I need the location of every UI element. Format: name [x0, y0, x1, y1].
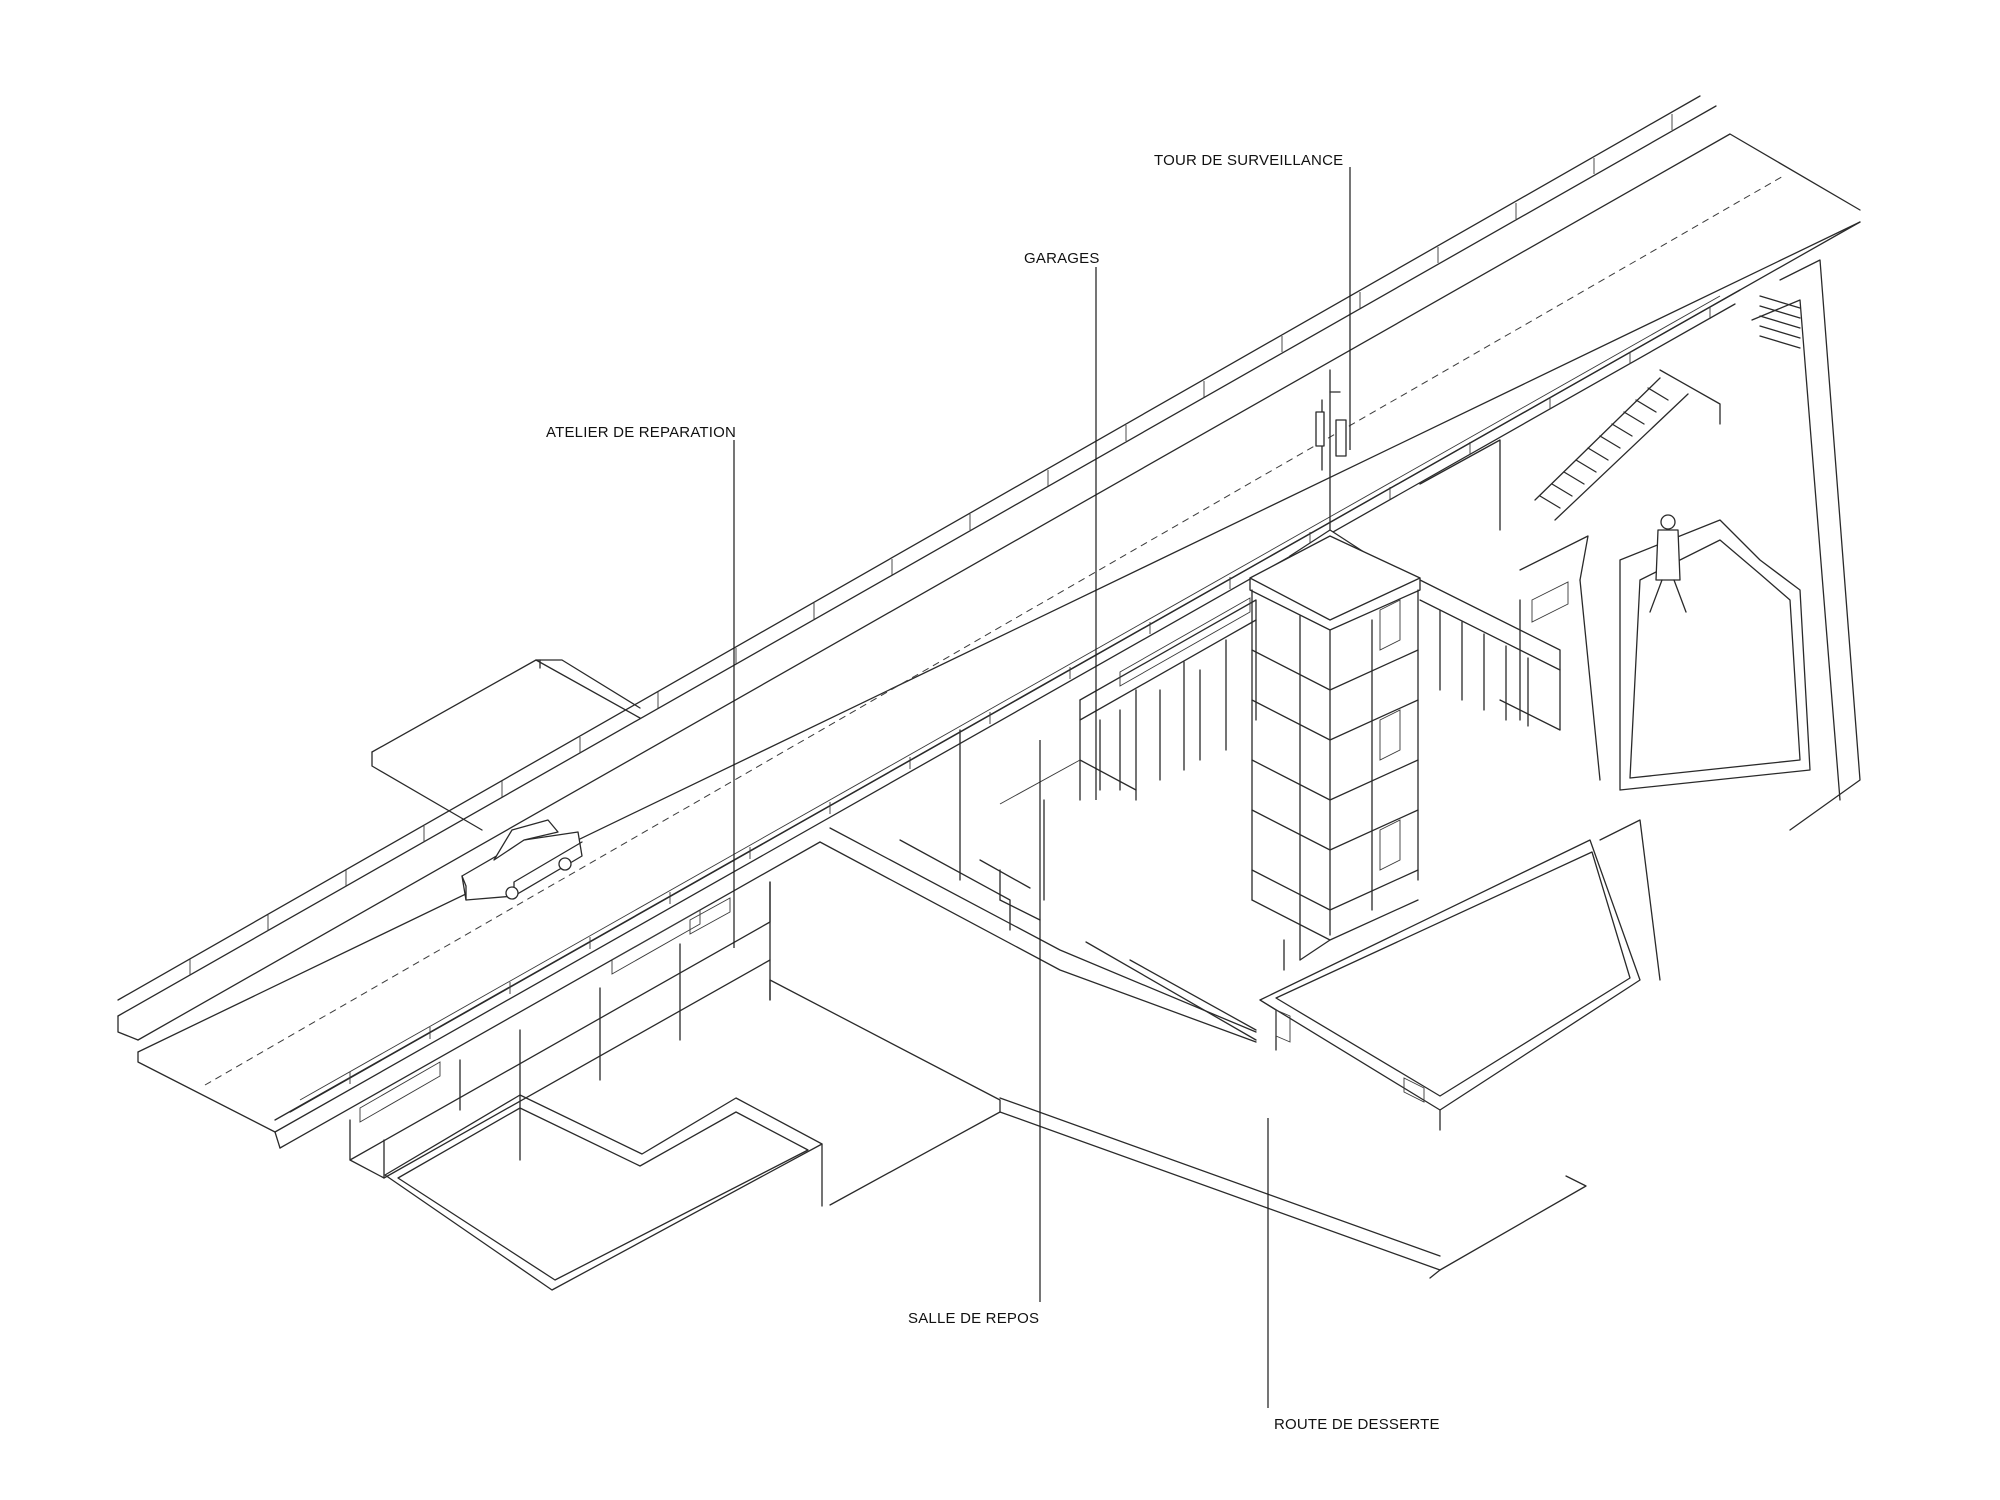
label-service-road: ROUTE DE DESSERTE [1274, 1416, 1440, 1433]
watch-tower [1249, 369, 1421, 971]
lower-platform [1259, 819, 1661, 1131]
highway-viaduct [117, 95, 1861, 1149]
label-garages: GARAGES [1024, 250, 1100, 267]
repair-workshop [349, 881, 1001, 1291]
person-figure [1649, 514, 1687, 613]
staircase [1534, 377, 1689, 521]
lower-rail-posts [349, 307, 1711, 1084]
rest-room-block [819, 729, 1587, 1279]
guard-rail-posts [189, 114, 1673, 975]
leader-lines [733, 167, 1351, 1408]
garages-block [999, 597, 1257, 805]
label-workshop: ATELIER DE REPARATION [546, 424, 737, 441]
right-building [1419, 259, 1861, 831]
ramp-parking-pad [371, 659, 641, 831]
car-on-highway [461, 819, 583, 901]
label-watchtower: TOUR DE SURVEILLANCE [1154, 152, 1344, 169]
road-centre-line [204, 174, 1786, 1086]
label-rest-room: SALLE DE REPOS [908, 1310, 1040, 1327]
